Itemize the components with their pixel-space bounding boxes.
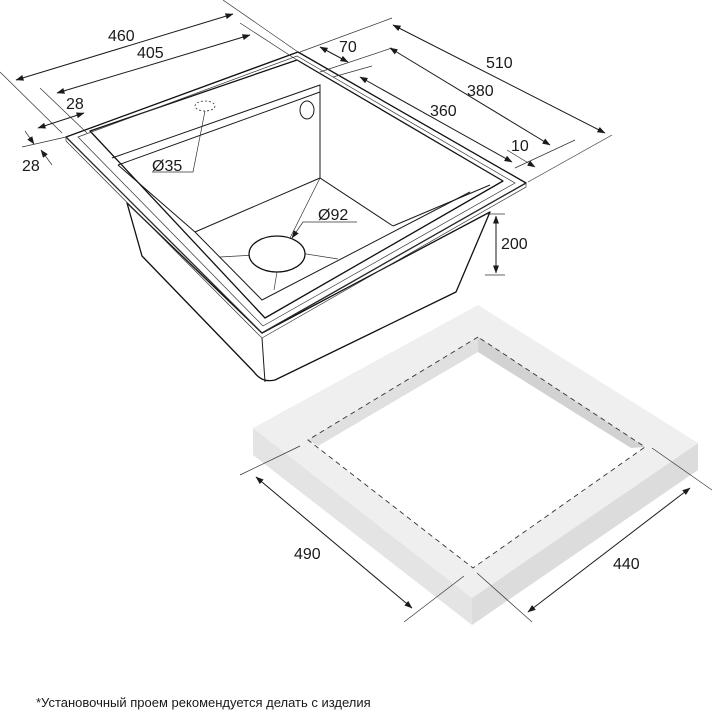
dim-360: 360 — [430, 103, 457, 120]
overflow-hole — [299, 100, 315, 120]
dim-490: 490 — [294, 546, 321, 563]
dimension-lines — [0, 0, 712, 623]
footnote: *Установочный проем рекомендуется делать… — [36, 695, 371, 710]
dim-70: 70 — [339, 39, 357, 56]
dimension-labels: 460 405 28 28 70 510 380 360 10 200 Ø35 … — [22, 28, 640, 573]
dim-440: 440 — [613, 556, 640, 573]
dim-drain: Ø92 — [318, 207, 348, 224]
dim-10: 10 — [511, 138, 529, 155]
dim-28-side: 28 — [22, 158, 40, 175]
dim-380: 380 — [467, 83, 494, 100]
cutout-outline — [307, 336, 646, 569]
dim-460: 460 — [108, 28, 135, 45]
drain-hole — [248, 235, 306, 273]
dim-405: 405 — [137, 45, 164, 62]
dim-28-top: 28 — [66, 96, 84, 113]
dim-510: 510 — [486, 55, 513, 72]
tap-hole — [194, 100, 216, 112]
dim-200: 200 — [501, 236, 528, 253]
dim-tap-hole: Ø35 — [152, 158, 182, 175]
